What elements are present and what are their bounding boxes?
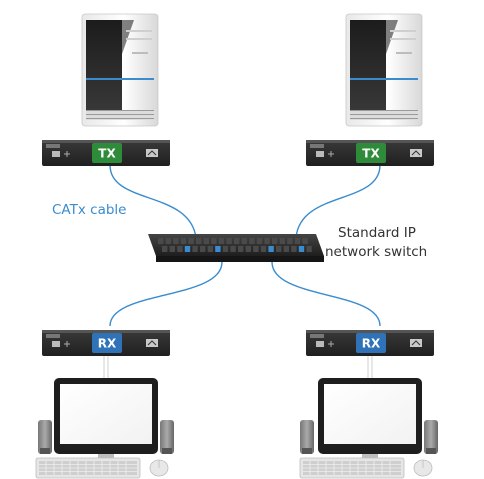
switch-port (226, 238, 232, 244)
rx-unit-right: RX (305, 329, 435, 357)
switch-port (200, 246, 206, 252)
switch-port (169, 246, 175, 252)
switch-port (283, 246, 289, 252)
switch-port (268, 246, 274, 252)
cables (109, 164, 381, 327)
switch-port (207, 246, 213, 252)
switch-port (177, 246, 183, 252)
switch-port (260, 246, 267, 252)
workstation-left (35, 378, 174, 479)
computer-left (81, 13, 159, 127)
switch-port (241, 238, 247, 244)
switch-ports (158, 238, 312, 252)
switch-port (230, 246, 236, 252)
switch-port (272, 238, 278, 244)
switch-label-line1: Standard IP (338, 225, 416, 241)
speaker-icon (424, 420, 438, 454)
rx-label-right: RX (362, 337, 381, 351)
rx-label-left: RX (98, 337, 117, 351)
switch-port (158, 238, 164, 244)
switch-port (238, 246, 244, 252)
switch-port (211, 238, 217, 244)
switch-port (215, 246, 221, 252)
switch-port (245, 246, 251, 252)
mouse-icon (413, 459, 433, 477)
switch-port (253, 246, 259, 252)
tx-label-left: TX (98, 147, 116, 161)
switch-port (234, 238, 240, 244)
workstation-right (299, 378, 438, 479)
switch-port (276, 246, 282, 252)
computer-right (345, 13, 423, 127)
mouse-icon (149, 459, 169, 477)
monitor-icon (318, 378, 422, 469)
switch-port (306, 246, 312, 252)
tx-label-right: TX (362, 147, 380, 161)
cable-rx-right (271, 261, 381, 327)
speaker-icon (300, 420, 314, 454)
switch-port (294, 238, 301, 244)
switch-port (256, 238, 263, 244)
rx-unit-left: RX (41, 329, 171, 357)
switch-port (222, 246, 229, 252)
switch-port (196, 238, 202, 244)
switch-port (165, 238, 171, 244)
tx-unit-right: TX (305, 139, 435, 167)
switch-port (173, 238, 179, 244)
switch-port (188, 238, 194, 244)
switch-port (180, 238, 187, 244)
switch-port (291, 246, 297, 252)
keyboard-icon (35, 457, 141, 479)
switch-port (298, 246, 305, 252)
speaker-icon (38, 420, 52, 454)
rx-badge-left (92, 333, 122, 353)
network-switch (148, 234, 324, 262)
monitor-icon (54, 378, 158, 469)
switch-port (287, 238, 293, 244)
switch-port (279, 238, 285, 244)
tower-pc-icon (81, 13, 159, 127)
switch-port (302, 238, 308, 244)
tx-unit-left: TX (41, 139, 171, 167)
switch-port (249, 238, 255, 244)
cable-tx-right (295, 164, 381, 239)
switch-port (264, 238, 270, 244)
switch-port (218, 238, 225, 244)
switch-port (162, 246, 168, 252)
switch-port (184, 246, 191, 252)
tx-badge-left (92, 143, 122, 163)
switch-port (203, 238, 209, 244)
speaker-icon (160, 420, 174, 454)
cable-tx-left (109, 164, 197, 239)
switch-label-line2: network switch (325, 244, 427, 260)
rx-badge-right (356, 333, 386, 353)
cable-rx-left (109, 261, 223, 327)
catx-cable-label: CATx cable (52, 202, 126, 218)
keyboard-icon (299, 457, 405, 479)
tower-pc-icon (345, 13, 423, 127)
tx-badge-right (356, 143, 386, 163)
switch-port (192, 246, 198, 252)
